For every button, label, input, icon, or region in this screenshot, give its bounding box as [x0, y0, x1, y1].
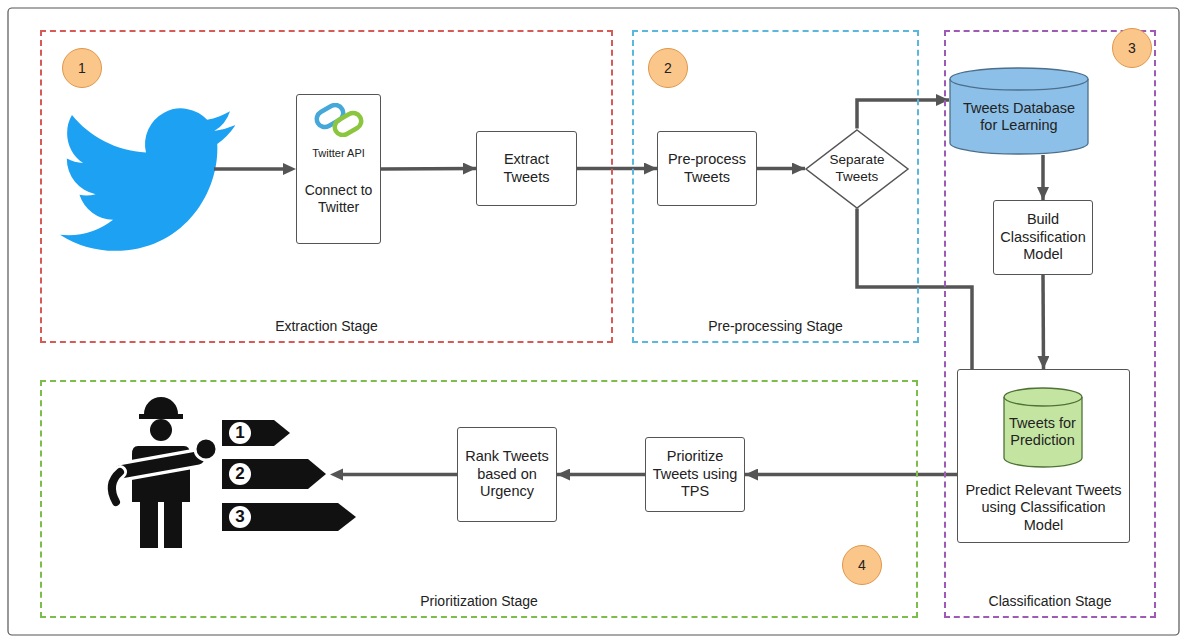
flow-arrow — [745, 473, 957, 477]
node-label: Build Classification Model — [999, 211, 1087, 263]
node-label: Tweets Database for Learning — [955, 100, 1083, 135]
callout-number: 4 — [858, 557, 866, 574]
flow-arrow — [381, 167, 476, 171]
process-box: Predict Relevant Tweets using Classifica… — [957, 369, 1130, 543]
database-cylinder: Tweets for Prediction — [1003, 388, 1083, 468]
stage-label: Prioritization Stage — [420, 593, 538, 610]
stage-region: Pre-processing Stage 2Pre-process Tweets S… — [632, 30, 919, 343]
callout-number: 1 — [78, 60, 86, 77]
twitter-bird — [60, 108, 235, 250]
node-label: Rank Tweets based on Urgency — [463, 448, 551, 500]
callout-circle: 2 — [648, 48, 688, 88]
bird-arrow — [214, 163, 296, 175]
outer-frame — [8, 8, 1179, 635]
stage-label: Pre-processing Stage — [708, 318, 843, 335]
api-box: Twitter API Connect to Twitter — [296, 94, 381, 244]
flow-arrow — [857, 100, 949, 129]
flow-arrow — [757, 167, 805, 171]
node-label: Connect to Twitter — [301, 182, 376, 216]
rank-tags — [222, 420, 356, 531]
node-label: Twitter API — [312, 147, 365, 160]
process-box: Rank Tweets based on Urgency — [457, 427, 557, 522]
flow-arrow — [577, 167, 657, 171]
node-label: Tweets for Prediction — [1009, 415, 1077, 450]
node-label: Prioritize Tweets using TPS — [651, 448, 739, 500]
callout-number: 3 — [1128, 40, 1136, 57]
process-box: Pre-process Tweets — [657, 131, 757, 206]
rank-to-rescuer-arrow — [330, 469, 457, 481]
flow-arrow — [1041, 275, 1045, 369]
node-label: Extract Tweets — [482, 151, 571, 186]
process-box: Prioritize Tweets using TPS — [645, 437, 745, 512]
callout-circle: 1 — [62, 48, 102, 88]
callout-circle: 4 — [842, 545, 882, 585]
stage-region: Classification Stage 3Tweets Database for… — [944, 30, 1156, 618]
node-label: Separate Tweets — [826, 152, 888, 184]
flow-arrow — [557, 473, 645, 477]
flow-arrow — [1041, 155, 1045, 200]
api-icon — [312, 103, 366, 137]
rank-number: 1 — [229, 422, 251, 444]
node-label: Pre-process Tweets — [663, 151, 751, 186]
node-label: Predict Relevant Tweets using Classifica… — [964, 482, 1123, 534]
rank-number: 3 — [229, 506, 251, 528]
database-cylinder: Tweets Database for Learning — [949, 68, 1089, 155]
stage-label: Extraction Stage — [275, 318, 378, 335]
decision-diamond: Separate Tweets — [805, 129, 909, 209]
stage-region: Extraction Stage 1Twitter API Connect to T… — [40, 30, 613, 343]
rescuer-icon — [112, 397, 217, 548]
rank-number: 2 — [229, 463, 251, 485]
process-box: Extract Tweets — [476, 131, 577, 206]
stage-region: Prioritization Stage Prioritize Tweets us… — [40, 380, 918, 618]
process-box: Build Classification Model — [993, 200, 1093, 275]
callout-circle: 3 — [1112, 28, 1152, 68]
callout-number: 2 — [664, 60, 672, 77]
stage-label: Classification Stage — [989, 593, 1112, 610]
